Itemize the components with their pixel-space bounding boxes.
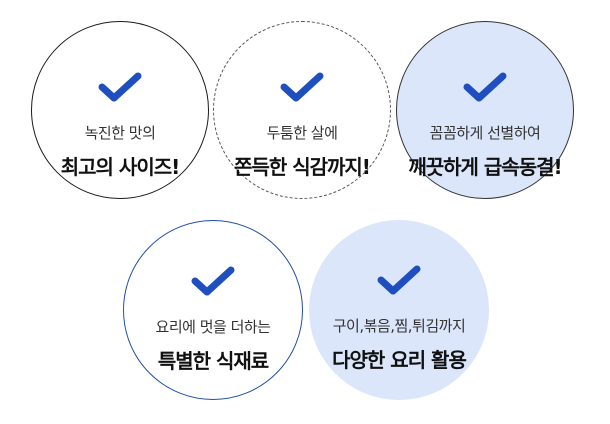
feature-badge-cooking: 구이,볶음,찜,튀김까지 다양한 요리 활용 xyxy=(309,220,489,400)
badge-subtitle: 두툼한 살에 xyxy=(266,124,338,142)
badge-subtitle: 요리에 멋을 더하는 xyxy=(155,318,271,336)
checkmark-icon xyxy=(280,72,324,102)
badge-subtitle: 녹진한 맛의 xyxy=(84,124,156,142)
badge-title: 최고의 사이즈! xyxy=(60,155,180,179)
feature-badge-ingredient: 요리에 멋을 더하는 특별한 식재료 xyxy=(123,220,303,400)
badge-title: 쫀득한 식감까지! xyxy=(234,155,371,179)
badge-title: 특별한 식재료 xyxy=(157,349,269,373)
feature-badge-size: 녹진한 맛의 최고의 사이즈! xyxy=(31,21,209,199)
badge-subtitle: 구이,볶음,찜,튀김까지 xyxy=(332,317,466,335)
feature-badge-frozen: 꼼꼼하게 선별하여 깨끗하게 급속동결! xyxy=(396,21,574,199)
badge-subtitle: 꼼꼼하게 선별하여 xyxy=(429,124,541,142)
checkmark-icon xyxy=(98,72,142,102)
checkmark-icon xyxy=(191,266,235,296)
feature-badge-texture: 두툼한 살에 쫀득한 식감까지! xyxy=(213,21,391,199)
checkmark-icon xyxy=(463,72,507,102)
badge-title: 깨끗하게 급속동결! xyxy=(408,155,562,179)
badge-title: 다양한 요리 활용 xyxy=(332,348,467,372)
checkmark-icon xyxy=(377,265,421,295)
